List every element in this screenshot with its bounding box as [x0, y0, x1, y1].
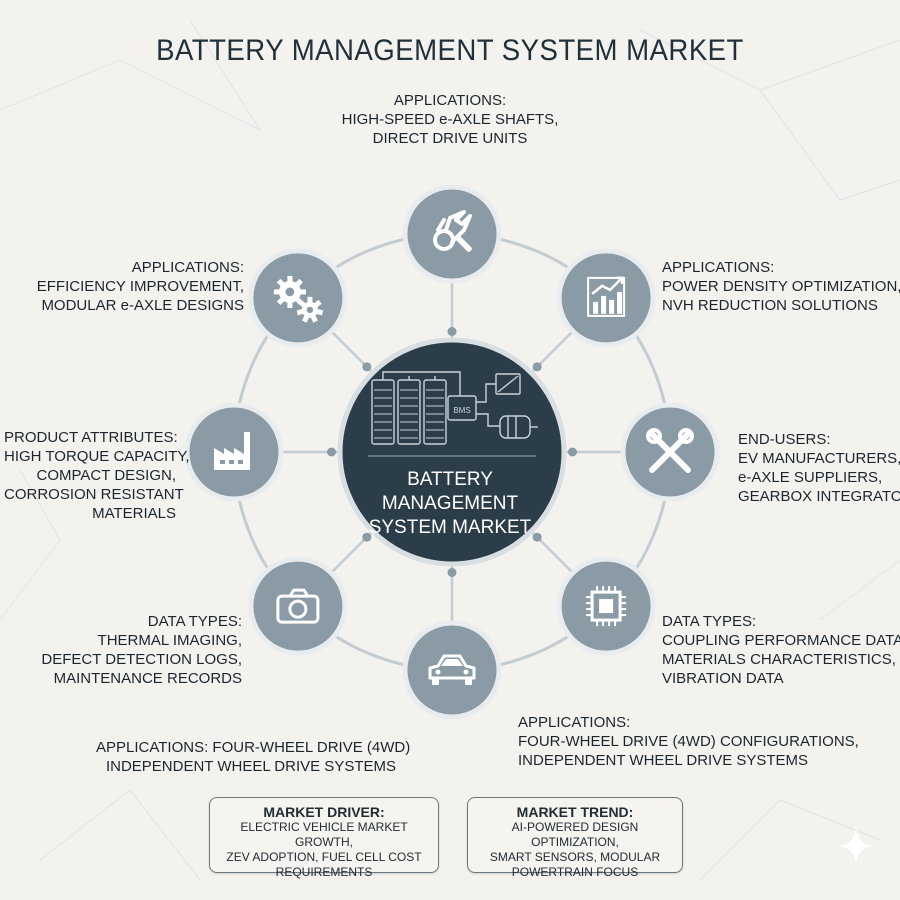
- label-line: NVH REDUCTION SOLUTIONS: [662, 297, 878, 314]
- box-line: ELECTRIC VEHICLE MARKET GROWTH,: [240, 820, 408, 849]
- label-line: EFFICIENCY IMPROVEMENT,: [36, 278, 244, 295]
- label-right: END-USERS: EV MANUFACTURERS, e-AXLE SUPP…: [738, 430, 900, 506]
- label-heading: APPLICATIONS:: [393, 92, 507, 109]
- box-line: POWERTRAIN FOCUS: [511, 865, 639, 879]
- connector-dot: [567, 447, 577, 457]
- label-bottom-left: APPLICATIONS: FOUR-WHEEL DRIVE (4WD) IND…: [96, 738, 411, 776]
- node-right: [620, 402, 720, 502]
- node-lower-left: [248, 556, 348, 656]
- market-trend-box: MARKET TREND: AI-POWERED DESIGN OPTIMIZA…: [467, 797, 683, 879]
- growth-chart-icon: [587, 276, 626, 317]
- label-line: GEARBOX INTEGRATORS: [738, 488, 900, 505]
- label-line: COMPACT DESIGN,: [36, 467, 176, 484]
- chip-icon: [586, 586, 627, 627]
- box-heading: MARKET TREND:: [516, 804, 634, 820]
- label-line: APPLICATIONS: FOUR-WHEEL DRIVE (4WD): [96, 739, 411, 756]
- label-heading: DATA TYPES:: [147, 613, 242, 630]
- label-left: PRODUCT ATTRIBUTES: HIGH TORQUE CAPACITY…: [4, 428, 190, 523]
- label-line: INDEPENDENT WHEEL DRIVE SYSTEMS: [518, 752, 809, 769]
- connector-dot: [327, 447, 337, 457]
- label-heading: APPLICATIONS:: [518, 714, 631, 731]
- sparkle-icon: [838, 828, 874, 864]
- label-heading: END-USERS:: [738, 431, 831, 448]
- label-heading: APPLICATIONS:: [662, 259, 775, 276]
- connector-dot: [362, 532, 372, 542]
- label-line: EV MANUFACTURERS,: [738, 450, 900, 467]
- label-line: MAINTENANCE RECORDS: [53, 670, 242, 687]
- label-upper-right: APPLICATIONS: POWER DENSITY OPTIMIZATION…: [662, 258, 900, 315]
- battery-bms-motor-icon: [371, 371, 538, 445]
- connector-dot: [447, 567, 457, 577]
- connector-dot: [447, 327, 457, 337]
- label-top: APPLICATIONS: HIGH-SPEED e-AXLE SHAFTS, …: [300, 91, 600, 148]
- node-left: [184, 402, 284, 502]
- market-driver-box: MARKET DRIVER: ELECTRIC VEHICLE MARKET G…: [209, 797, 439, 879]
- label-line: MATERIALS CHARACTERISTICS,: [662, 651, 896, 668]
- label-line: VIBRATION DATA: [662, 670, 784, 687]
- node-upper-right: [556, 248, 656, 348]
- label-lower-left: DATA TYPES: THERMAL IMAGING, DEFECT DETE…: [40, 612, 242, 688]
- bms-chip-label: BMS: [453, 406, 470, 415]
- label-line: THERMAL IMAGING,: [97, 632, 242, 649]
- center-title-line: SYSTEM MARKET: [368, 517, 532, 538]
- label-line: HIGH-SPEED e-AXLE SHAFTS,: [341, 111, 559, 128]
- label-line: MATERIALS: [92, 505, 176, 522]
- label-heading: APPLICATIONS:: [131, 259, 244, 276]
- label-line: HIGH TORQUE CAPACITY,: [4, 448, 190, 465]
- label-heading: PRODUCT ATTRIBUTES:: [4, 429, 178, 446]
- label-line: FOUR-WHEEL DRIVE (4WD) CONFIGURATIONS,: [518, 733, 859, 750]
- label-bottom: APPLICATIONS: FOUR-WHEEL DRIVE (4WD) CON…: [518, 713, 859, 770]
- label-line: POWER DENSITY OPTIMIZATION,: [662, 278, 900, 295]
- label-line: DEFECT DETECTION LOGS,: [41, 651, 242, 668]
- label-line: INDEPENDENT WHEEL DRIVE SYSTEMS: [105, 758, 396, 775]
- node-lower-right: [556, 556, 656, 656]
- tools-icon: [646, 428, 694, 473]
- box-line: REQUIREMENTS: [275, 865, 373, 879]
- label-lower-right: DATA TYPES: COUPLING PERFORMANCE DATA, M…: [662, 612, 900, 688]
- label-line: e-AXLE SUPPLIERS,: [738, 469, 883, 486]
- connector-dot: [532, 532, 542, 542]
- gears-icon: [273, 275, 324, 323]
- node-top: [402, 184, 502, 284]
- label-line: CORROSION RESISTANT: [4, 486, 184, 503]
- box-line: ZEV ADOPTION, FUEL CELL COST: [226, 850, 422, 864]
- node-bottom: [402, 620, 502, 720]
- car-icon: [428, 654, 476, 685]
- camera-icon: [276, 588, 320, 624]
- node-circle: [248, 556, 348, 656]
- box-heading: MARKET DRIVER:: [263, 804, 385, 820]
- wrench-gear-icon: [433, 210, 472, 252]
- node-upper-left: [248, 248, 348, 348]
- label-line: MODULAR e-AXLE DESIGNS: [41, 297, 244, 314]
- page-title: BATTERY MANAGEMENT SYSTEM MARKET: [156, 34, 744, 67]
- center-title-line: MANAGEMENT: [381, 493, 519, 514]
- label-line: DIRECT DRIVE UNITS: [372, 130, 528, 147]
- connector-dot: [532, 362, 542, 372]
- box-line: SMART SENSORS, MODULAR: [489, 850, 661, 864]
- center-title-line: BATTERY: [407, 469, 493, 490]
- box-line: AI-POWERED DESIGN OPTIMIZATION,: [511, 820, 639, 849]
- factory-icon: [214, 432, 250, 470]
- connector-dot: [362, 362, 372, 372]
- label-upper-left: APPLICATIONS: EFFICIENCY IMPROVEMENT, MO…: [30, 258, 244, 315]
- node-circle: [402, 620, 502, 720]
- center-hub: [337, 337, 567, 567]
- label-line: COUPLING PERFORMANCE DATA,: [662, 632, 900, 649]
- center-title: BATTERY MANAGEMENT SYSTEM MARKET: [350, 468, 550, 540]
- label-heading: DATA TYPES:: [662, 613, 757, 630]
